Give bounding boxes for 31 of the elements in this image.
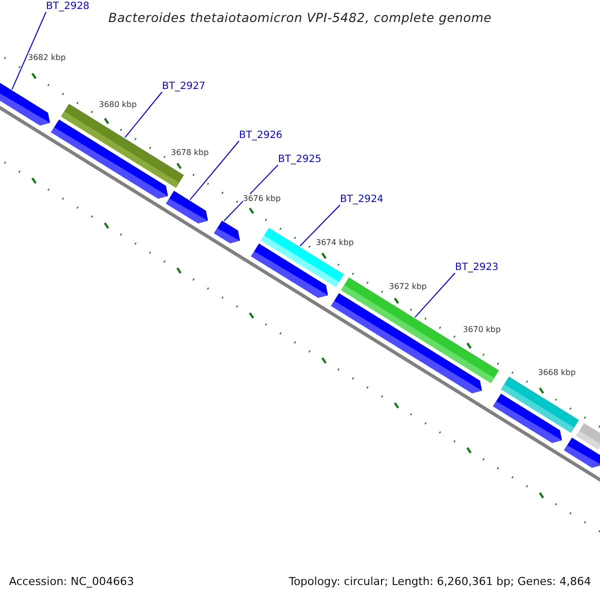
gene-label: BT_2925 [278,154,322,165]
gene-block [564,438,600,468]
scale-label: 3674 kbp [316,238,354,247]
gene-label: BT_2923 [455,262,498,273]
gene-label: BT_2924 [340,194,384,205]
gene-label: BT_2927 [162,81,206,92]
accession-text: Accession: NC_004663 [9,575,134,588]
leader-line [224,164,278,222]
gene-block [214,220,240,244]
scale-label: 3676 kbp [243,194,281,203]
leader-line [12,12,46,90]
scale-label: 3672 kbp [389,282,427,291]
gene-block [51,120,168,199]
gene-block [493,394,562,443]
genome-stats-text: Topology: circular; Length: 6,260,361 bp; Genes: 4,864 [288,575,591,588]
gene-block [331,293,482,394]
leader-line [300,204,340,247]
scale-label: 3682 kbp [28,53,66,62]
title: Bacteroides thetaiotaomicron VPI-5482, complete genome [107,10,493,25]
gene-block [0,82,50,126]
gene-label: BT_2928 [46,1,90,12]
leader-line [124,92,162,138]
gene-label: BT_2926 [239,130,282,141]
leader-line [414,272,456,318]
scale-label: 3678 kbp [171,148,209,157]
scale-label: 3670 kbp [463,325,501,334]
scale-label: 3668 kbp [538,368,576,377]
scale-label: 3680 kbp [99,100,137,109]
leader-line [190,140,240,200]
gene-block [251,244,328,298]
gene-block [166,190,208,224]
